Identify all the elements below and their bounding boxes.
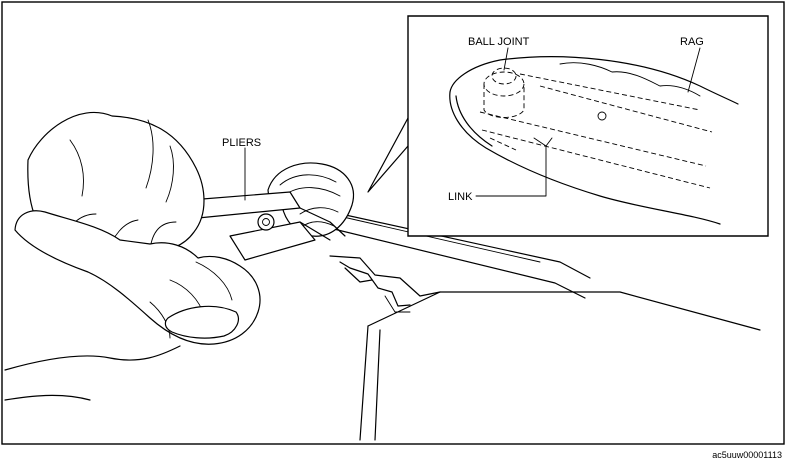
leader-lines	[244, 47, 701, 201]
ball-joint-leader	[503, 47, 509, 71]
callout-pointer	[367, 117, 409, 193]
rag-leader	[687, 47, 701, 93]
inset-box	[407, 15, 769, 237]
label-link: LINK	[448, 191, 473, 203]
label-pliers: PLIERS	[222, 137, 261, 149]
figure-code: ac5uuw00001113	[712, 450, 782, 460]
label-rag: RAG	[680, 36, 704, 48]
label-ball-joint: BALL JOINT	[468, 36, 530, 48]
lower-hand	[14, 210, 261, 345]
detail-callout	[367, 15, 769, 237]
link-leader	[475, 145, 547, 197]
main-scene	[4, 111, 761, 441]
figure-frame	[1, 1, 785, 445]
